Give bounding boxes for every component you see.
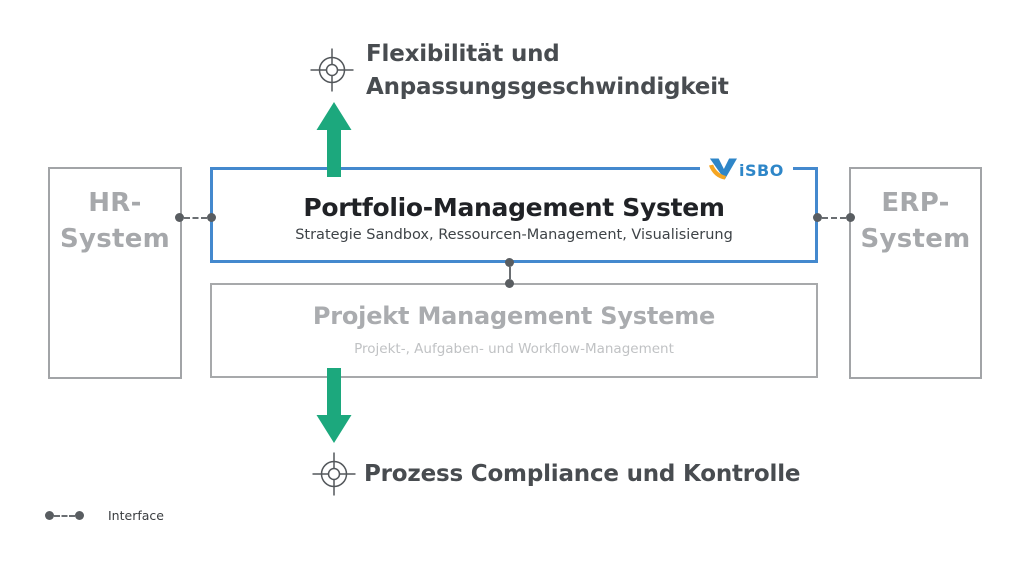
connector-dash bbox=[822, 216, 846, 219]
connector-dot bbox=[505, 258, 514, 267]
interface-connector-hr bbox=[175, 213, 216, 222]
connector-dot bbox=[45, 511, 54, 520]
target-icon bbox=[312, 452, 356, 496]
legend-interface-label: Interface bbox=[108, 508, 164, 523]
legend: Interface bbox=[45, 508, 164, 523]
target-icon bbox=[310, 48, 354, 92]
project-subtitle: Projekt-, Aufgaben- und Workflow-Managem… bbox=[354, 341, 674, 357]
erp-system-box: ERP- System bbox=[849, 167, 982, 379]
top-goal-heading: Flexibilität und Anpassungsgeschwindigke… bbox=[366, 38, 729, 104]
visbo-v-mark-icon bbox=[709, 158, 737, 179]
hr-system-box: HR- System bbox=[48, 167, 182, 379]
visbo-logo: iSBO bbox=[700, 155, 793, 182]
connector-dot bbox=[846, 213, 855, 222]
interface-connector-erp bbox=[813, 213, 855, 222]
connector-dot bbox=[813, 213, 822, 222]
bottom-goal-heading: Prozess Compliance und Kontrolle bbox=[364, 461, 801, 487]
hr-system-label-line2: System bbox=[59, 224, 171, 254]
connector-dot bbox=[207, 213, 216, 222]
portfolio-title: Portfolio-Management System bbox=[303, 193, 725, 222]
portfolio-management-box: Portfolio-Management System Strategie Sa… bbox=[210, 167, 818, 263]
hr-system-label-line1: HR- bbox=[88, 188, 142, 218]
erp-system-label-line1: ERP- bbox=[881, 188, 950, 218]
project-title: Projekt Management Systeme bbox=[312, 302, 716, 330]
arrow-down-icon bbox=[316, 368, 352, 443]
arrow-up-icon bbox=[316, 102, 352, 177]
connector-dot bbox=[75, 511, 84, 520]
portfolio-subtitle: Strategie Sandbox, Ressourcen-Management… bbox=[295, 227, 733, 243]
connector-dash bbox=[184, 216, 207, 219]
top-goal-line1: Flexibilität und bbox=[366, 41, 560, 67]
connector-dash bbox=[508, 267, 511, 279]
interface-connector-project bbox=[505, 258, 514, 288]
top-goal-line2: Anpassungsgeschwindigkeit bbox=[366, 74, 729, 100]
erp-system-label-line2: System bbox=[860, 224, 971, 254]
connector-dot bbox=[505, 279, 514, 288]
visbo-logo-text: iSBO bbox=[739, 160, 784, 180]
connector-dot bbox=[175, 213, 184, 222]
connector-dash bbox=[54, 514, 75, 517]
interface-symbol bbox=[45, 511, 84, 520]
project-management-box: Projekt Management Systeme Projekt-, Auf… bbox=[210, 283, 818, 378]
